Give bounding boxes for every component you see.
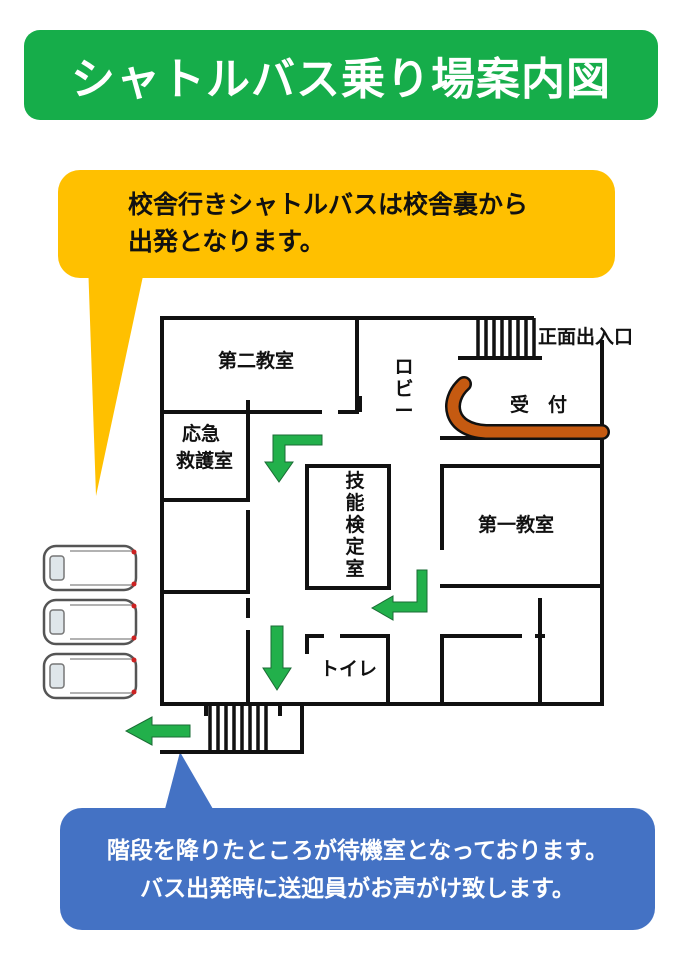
route-arrow-1 — [264, 434, 323, 483]
first-aid-line-2: 救護室 — [176, 450, 234, 472]
bus-2 — [42, 598, 138, 646]
room-label-reception: 受 付 — [510, 394, 568, 416]
room-label-skills-test: 技能検定室 — [345, 470, 365, 580]
first-aid-line-1: 応急 — [182, 423, 221, 445]
bus-1 — [42, 544, 138, 592]
top-callout-pointer — [88, 262, 146, 496]
title-banner: シャトルバス乗り場案内図 — [24, 30, 658, 120]
room-label-entrance: 正面出入口 — [538, 326, 634, 348]
room-label-first-classroom: 第一教室 — [478, 514, 555, 536]
page-title: シャトルバス乗り場案内図 — [71, 54, 611, 105]
room-label-toilet: トイレ — [320, 658, 378, 680]
rear-stairs — [208, 704, 268, 752]
top-callout-line-1: 校舎行きシャトルバスは校舎裏から — [128, 190, 529, 219]
route-arrow-4 — [124, 716, 191, 746]
top-callout: 校舎行きシャトルバスは校舎裏から 出発となります。 — [58, 170, 615, 278]
room-label-lobby: ロビー — [394, 356, 414, 422]
bus-3 — [42, 652, 138, 700]
interior-dashes — [204, 396, 545, 716]
bottom-callout: 階段を降りたところが待機室となっております。 バス出発時に送迎員がお声がけ致しま… — [60, 808, 655, 930]
route-arrow-3 — [262, 625, 292, 691]
route-arrow-2 — [370, 569, 428, 621]
bottom-callout-line-2: バス出発時に送迎員がお声がけ致します。 — [140, 876, 575, 902]
bottom-callout-line-1: 階段を降りたところが待機室となっております。 — [106, 838, 609, 864]
front-stairs — [476, 318, 536, 358]
top-callout-line-2: 出発となります。 — [128, 227, 325, 256]
route-arrows — [124, 434, 428, 746]
floor-plan-walls — [160, 316, 604, 754]
room-label-first-aid: 応急 救護室 — [176, 421, 233, 475]
parked-buses — [42, 544, 138, 700]
room-label-second-classroom: 第二教室 — [218, 350, 295, 372]
